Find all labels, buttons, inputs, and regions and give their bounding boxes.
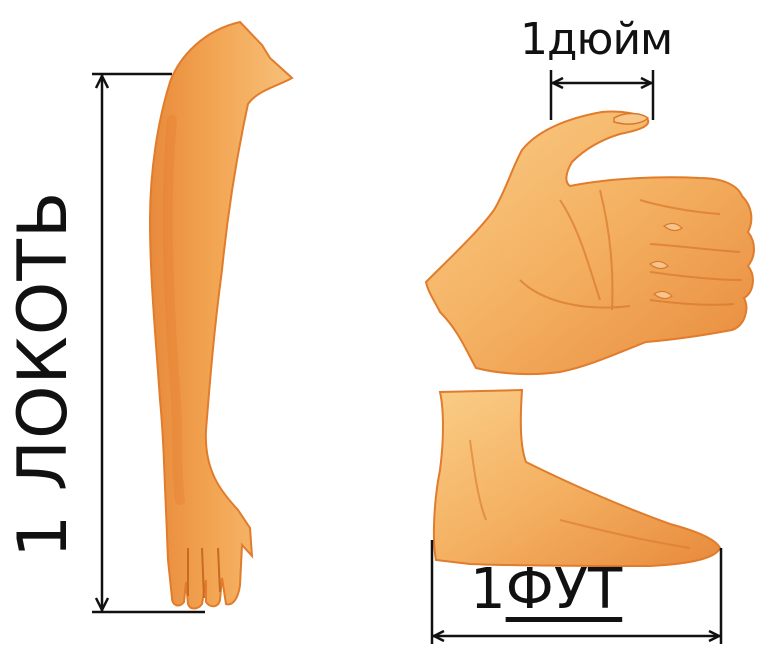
foot-illustration: [432, 388, 722, 568]
thumbnail: [613, 112, 650, 125]
inch-arrow-left: [550, 76, 564, 90]
arm-shading: [162, 115, 185, 505]
foot-arrow-right: [708, 629, 722, 643]
foot-label: 1ФУТ: [470, 562, 622, 618]
inch-dimension: [549, 70, 655, 120]
foot-dimension: [430, 540, 723, 644]
inch-arrow-right: [640, 76, 654, 90]
finger-lines: [187, 547, 221, 599]
hand-shape: [424, 110, 755, 376]
elbow-label: 1 ЛОКОТЬ: [4, 190, 83, 558]
foot-shading: [469, 439, 691, 549]
foot-label-unit: ФУТ: [505, 557, 623, 622]
arm-illustration: [148, 20, 294, 610]
foot-arrow-left: [431, 629, 445, 643]
inch-label: 1дюйм: [520, 14, 673, 65]
elbow-dimension: [92, 72, 205, 614]
foot-shape: [432, 388, 722, 568]
fingernails: [648, 222, 683, 300]
elbow-arrow-bottom: [94, 597, 110, 613]
elbow-arrow-top: [94, 73, 110, 89]
arm-shape: [148, 20, 294, 610]
hand-illustration: [424, 110, 755, 376]
palm-lines: [519, 189, 743, 311]
foot-label-number: 1: [470, 557, 506, 622]
